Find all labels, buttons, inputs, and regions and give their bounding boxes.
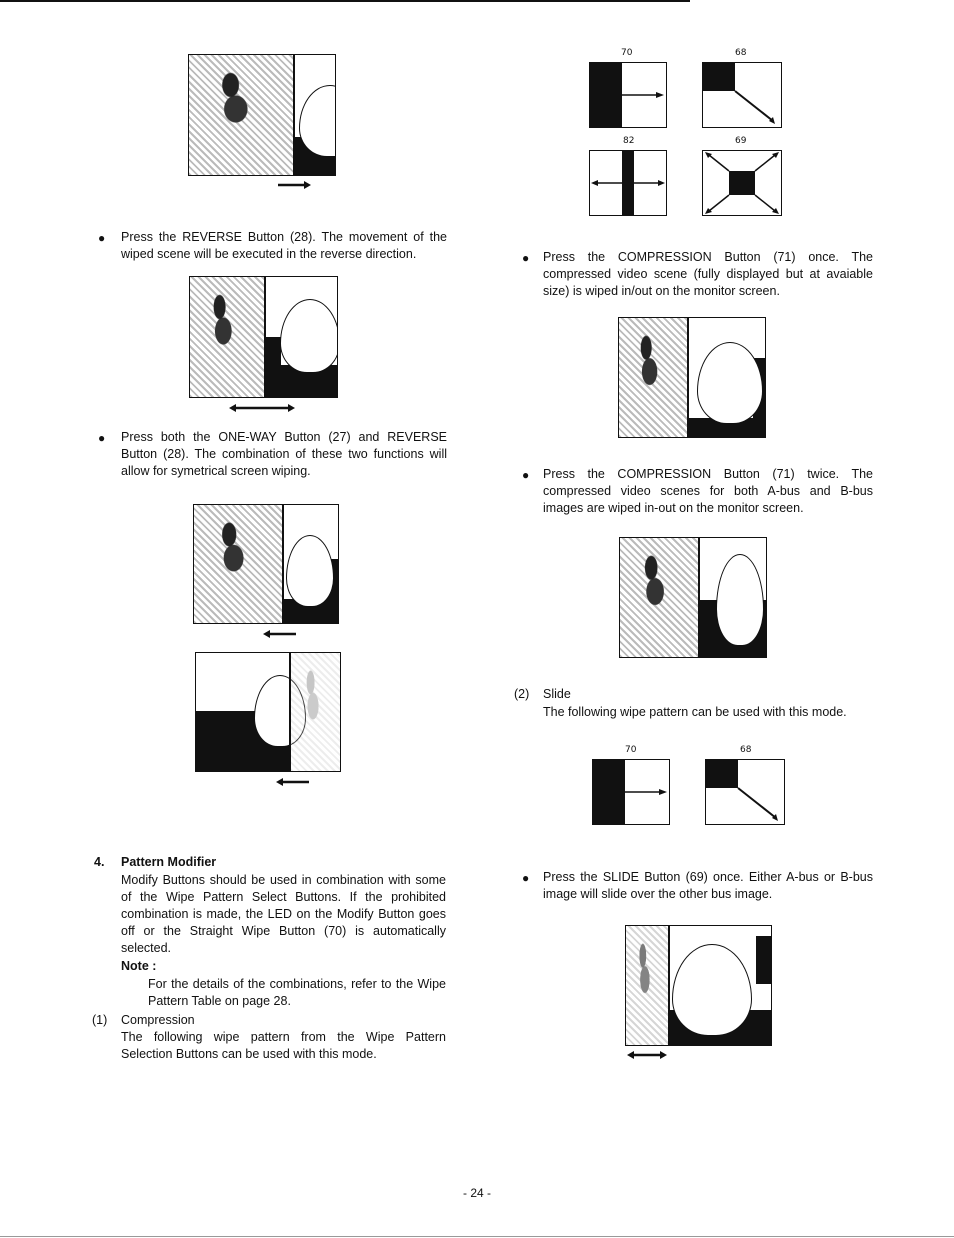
wipe-pattern-69-icon (702, 150, 782, 216)
wipe-edge (668, 926, 670, 1045)
dark-area (265, 337, 281, 397)
egg-image (254, 675, 306, 747)
arrow-both-icon (229, 404, 295, 412)
wipe-pattern-70-icon (589, 62, 667, 128)
subsection-title: Compression (121, 1013, 195, 1027)
wipe-photo-2 (189, 276, 338, 398)
dancer-image (619, 318, 687, 437)
compression-photo-1 (618, 317, 766, 438)
arrow-left-icon (276, 778, 309, 786)
page-number: - 24 - (462, 1186, 491, 1200)
wipe-edge (293, 55, 295, 175)
section-number: 4. (94, 855, 105, 869)
compression-twice-paragraph: Press the COMPRESSION Button (71) twice.… (543, 467, 873, 515)
slide-title: Slide (543, 687, 571, 701)
bullet-icon: ● (98, 231, 106, 245)
subsection-body: The following wipe pattern from the Wipe… (121, 1030, 446, 1061)
dancer-image (626, 926, 668, 1045)
pattern-label: 68 (735, 48, 747, 58)
wipe-edge (698, 538, 700, 657)
subsection-number: (1) (92, 1013, 108, 1027)
egg-image (672, 944, 752, 1036)
bullet-icon: ● (522, 871, 530, 885)
arrow-right-icon (278, 181, 311, 189)
wipe-edge (282, 505, 284, 623)
wipe-photo-3 (193, 504, 339, 624)
bullet-icon: ● (98, 431, 106, 445)
dancer-image (189, 55, 293, 175)
top-rule (0, 0, 690, 2)
arrow-left-icon (263, 630, 296, 638)
wipe-edge (687, 318, 689, 437)
pattern-label: 70 (625, 745, 637, 755)
egg-image (299, 85, 335, 157)
egg-image (280, 299, 337, 373)
bottom-rule (0, 1236, 954, 1237)
note-label: Note : (121, 959, 157, 973)
section-title: Pattern Modifier (121, 855, 217, 869)
arrow-both-icon (627, 1051, 667, 1059)
wipe-edge (264, 277, 266, 397)
dancer-image (190, 277, 264, 397)
dancer-image (620, 538, 698, 657)
bullet-icon: ● (522, 468, 530, 482)
wipe-photo-1 (188, 54, 336, 176)
wipe-edge (289, 653, 291, 771)
slide-photo (625, 925, 772, 1046)
slide-paragraph: Press the SLIDE Button (69) once. Either… (543, 870, 873, 901)
slide-pattern-70-icon (592, 759, 670, 825)
pattern-label: 68 (740, 745, 752, 755)
oneway-paragraph: Press both the ONE-WAY Button (27) and R… (121, 430, 447, 478)
egg-image (697, 342, 763, 424)
dark-area (756, 936, 771, 984)
bullet-icon: ● (522, 251, 530, 265)
note-body: For the details of the combinations, ref… (148, 977, 446, 1008)
pattern-label: 69 (735, 136, 747, 146)
slide-number: (2) (514, 687, 530, 701)
compression-once-paragraph: Press the COMPRESSION Button (71) once. … (543, 250, 873, 298)
egg-image (716, 554, 764, 646)
dancer-image (291, 653, 340, 771)
reverse-paragraph: Press the REVERSE Button (28). The movem… (121, 230, 447, 261)
wipe-pattern-68-icon (702, 62, 782, 128)
slide-pattern-68-icon (705, 759, 785, 825)
compression-photo-2 (619, 537, 767, 658)
pattern-label: 70 (621, 48, 633, 58)
slide-body: The following wipe pattern can be used w… (543, 705, 847, 719)
dancer-image (194, 505, 282, 623)
wipe-pattern-82-icon (589, 150, 667, 216)
pattern-label: 82 (623, 136, 635, 146)
wipe-photo-4 (195, 652, 341, 772)
egg-image (286, 535, 334, 607)
section-body: Modify Buttons should be used in combina… (121, 873, 446, 955)
dark-area (688, 418, 765, 437)
